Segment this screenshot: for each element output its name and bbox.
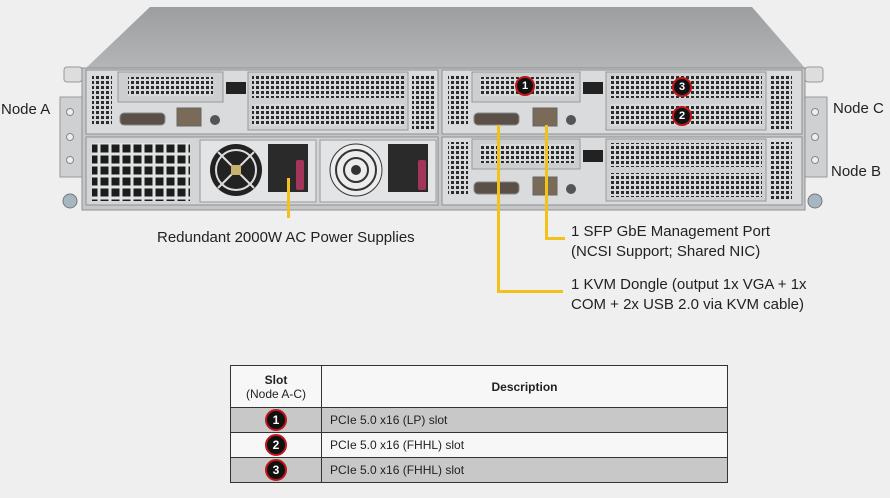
slot-cell: 3	[230, 457, 322, 483]
chassis-lid	[86, 7, 805, 68]
power-supply-callout: Redundant 2000W AC Power Supplies	[157, 229, 415, 246]
table-row: 3 PCIe 5.0 x16 (FHHL) slot	[230, 457, 728, 483]
kvm-callout-line1: 1 KVM Dongle (output 1x VGA + 1x	[571, 276, 807, 293]
slot-marker-3: 3	[672, 77, 692, 97]
sfp-callout-line2: (NCSI Support; Shared NIC)	[571, 243, 761, 260]
slot-table: Slot (Node A-C) Description 1 PCIe 5.0 x…	[230, 365, 728, 483]
table-row: 2 PCIe 5.0 x16 (FHHL) slot	[230, 432, 728, 458]
power-supply-1	[199, 139, 317, 203]
slot-header-title: Slot	[264, 372, 288, 387]
table-header-row: Slot (Node A-C) Description	[230, 365, 728, 408]
sfp-callout-line-vertical	[545, 125, 548, 240]
sfp-callout-line1: 1 SFP GbE Management Port	[571, 223, 770, 240]
slot-badge: 3	[265, 459, 287, 481]
power-supply-2	[319, 139, 437, 203]
node-b-sled	[441, 136, 803, 206]
slot-marker-2: 2	[672, 106, 692, 126]
kvm-callout-line-vertical	[497, 125, 500, 293]
kvm-callout-line2: COM + 2x USB 2.0 via KVM cable)	[571, 296, 804, 313]
kvm-dongle-callout: 1 KVM Dongle (output 1x VGA + 1x COM + 2…	[571, 275, 807, 315]
power-callout-line	[287, 178, 290, 218]
description-column-header: Description	[321, 365, 728, 408]
kvm-callout-line-horizontal	[497, 290, 563, 293]
slot-marker-1: 1	[515, 76, 535, 96]
description-cell: PCIe 5.0 x16 (LP) slot	[321, 407, 728, 433]
description-cell: PCIe 5.0 x16 (FHHL) slot	[321, 457, 728, 483]
slot-column-header: Slot (Node A-C)	[230, 365, 322, 408]
server-rear-illustration	[0, 0, 890, 215]
sfp-port-callout: 1 SFP GbE Management Port (NCSI Support;…	[571, 222, 770, 262]
node-a-sled	[85, 69, 439, 135]
node-a-label: Node A	[1, 101, 51, 118]
slot-cell: 1	[230, 407, 322, 433]
slot-cell: 2	[230, 432, 322, 458]
slot-badge: 2	[265, 434, 287, 456]
node-c-sled	[441, 69, 803, 135]
node-b-label: Node B	[831, 163, 882, 180]
node-c-label: Node C	[833, 100, 884, 117]
power-supply-bay	[85, 136, 439, 206]
slot-badge: 1	[265, 409, 287, 431]
sfp-callout-line-horizontal	[545, 237, 565, 240]
description-cell: PCIe 5.0 x16 (FHHL) slot	[321, 432, 728, 458]
slot-header-subtitle: (Node A-C)	[245, 386, 307, 401]
table-row: 1 PCIe 5.0 x16 (LP) slot	[230, 407, 728, 433]
